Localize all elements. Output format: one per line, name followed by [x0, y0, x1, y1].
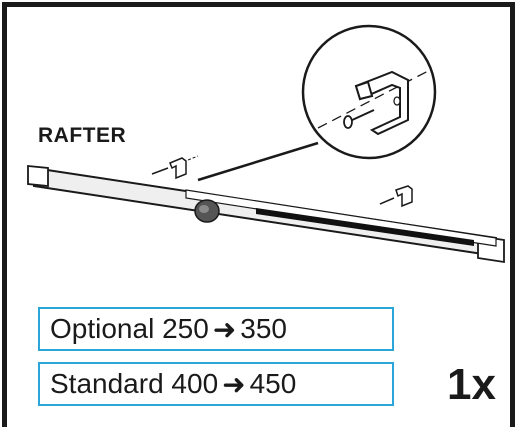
bracket-icon	[379, 185, 413, 208]
quantity: 1x	[447, 360, 496, 409]
standard-size-box: Standard 400➜450	[38, 362, 394, 406]
optional-size-box: Optional 250➜350	[38, 307, 394, 351]
adjust-knob-icon	[194, 199, 220, 223]
rafter-bar	[27, 165, 505, 264]
bracket-icon	[151, 155, 199, 180]
optional-from: 250	[162, 313, 209, 344]
arrow-right-icon: ➜	[212, 313, 237, 345]
arrow-right-icon: ➜	[222, 368, 246, 400]
bracket-icon	[354, 70, 409, 136]
standard-label: Standard	[50, 368, 164, 399]
standard-to: 450	[249, 368, 297, 399]
detail-magnifier	[197, 24, 437, 182]
optional-label: Optional	[50, 313, 155, 344]
standard-from: 400	[171, 368, 219, 399]
part-name: RAFTER	[38, 124, 127, 147]
screw-icon	[343, 109, 375, 129]
optional-to: 350	[240, 313, 287, 344]
